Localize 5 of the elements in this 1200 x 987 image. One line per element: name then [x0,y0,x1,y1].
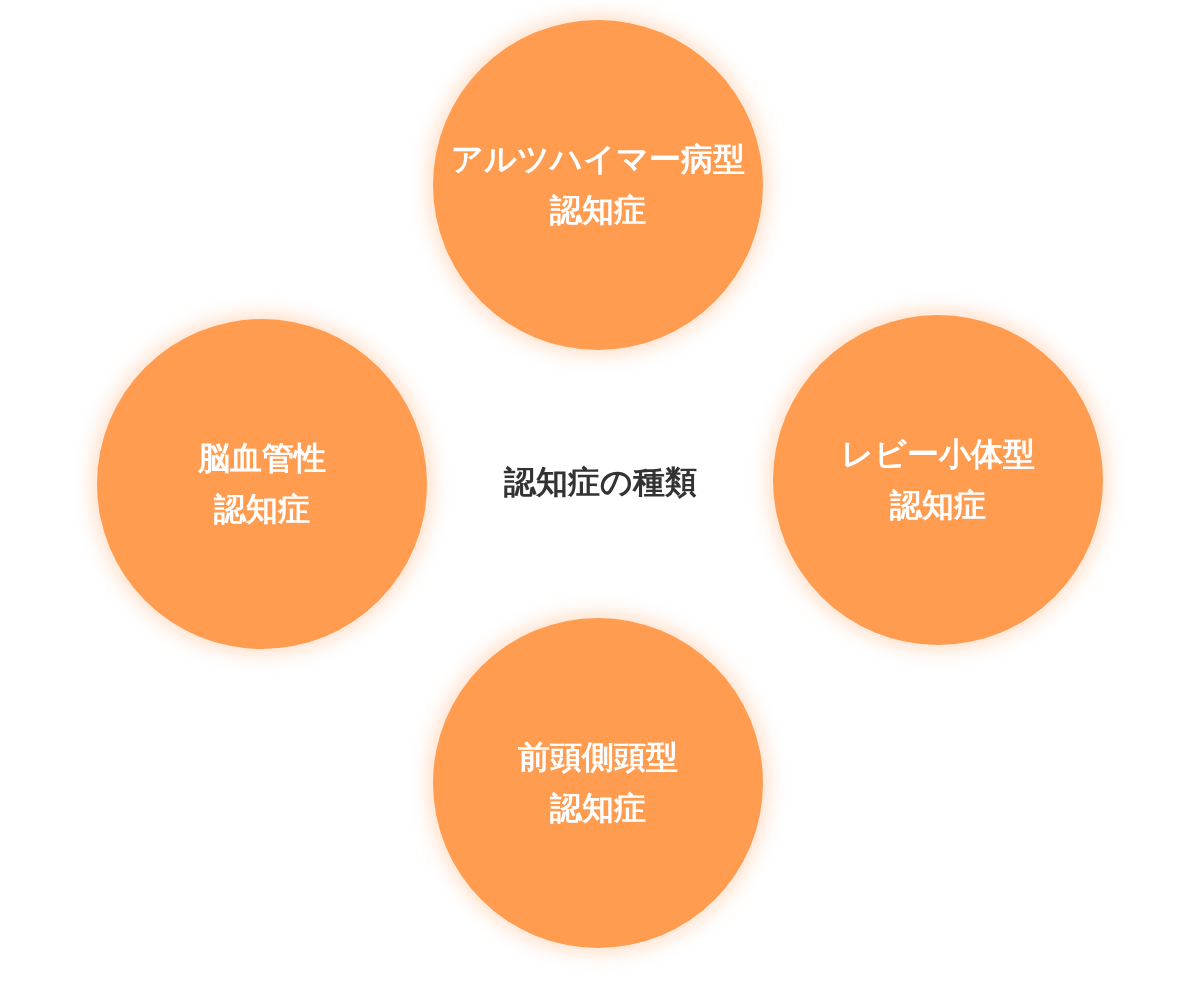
category-label: アルツハイマー病型認知症 [450,138,746,231]
diagram-title: 認知症の種類 [502,462,698,503]
category-label: レビー小体型認知症 [840,433,1036,526]
category-label: 脳血管性認知症 [196,437,327,530]
category-label: 前頭側頭型認知症 [517,736,679,829]
